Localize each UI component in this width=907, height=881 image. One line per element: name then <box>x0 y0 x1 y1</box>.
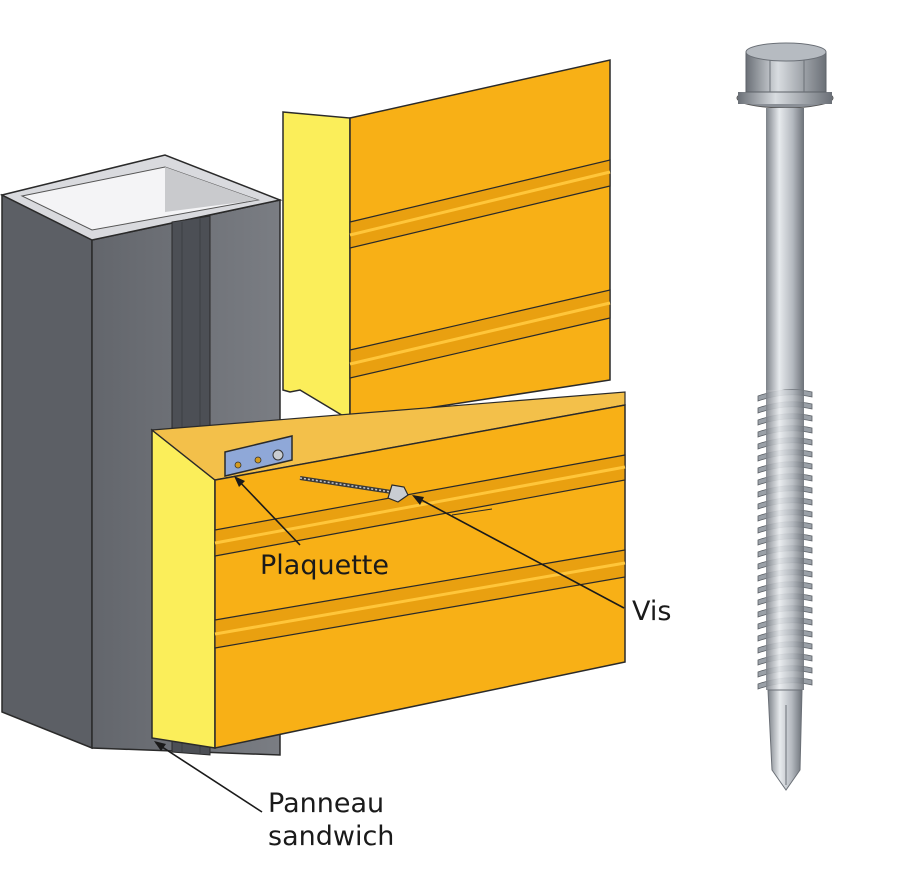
plaquette-label: Plaquette <box>260 550 389 581</box>
self-drilling-screw-illustration <box>736 42 834 791</box>
panneau-arrowhead <box>154 741 166 751</box>
plaquette-leader <box>235 477 301 546</box>
upper-sandwich-panel <box>282 59 611 422</box>
panneau-label-line1: Panneau <box>268 788 384 819</box>
vis-label: Vis <box>632 596 671 627</box>
small-screw <box>299 476 409 503</box>
lower-sandwich-panel <box>150 391 626 749</box>
plaquette-arrowhead <box>234 476 245 487</box>
leader-arrows <box>154 476 625 813</box>
plaquette-plate <box>224 435 293 477</box>
panneau-leader <box>155 742 263 813</box>
vis-leader <box>413 495 625 609</box>
vis-arrowhead <box>412 495 424 505</box>
panneau-label-line2: sandwich <box>268 821 394 852</box>
